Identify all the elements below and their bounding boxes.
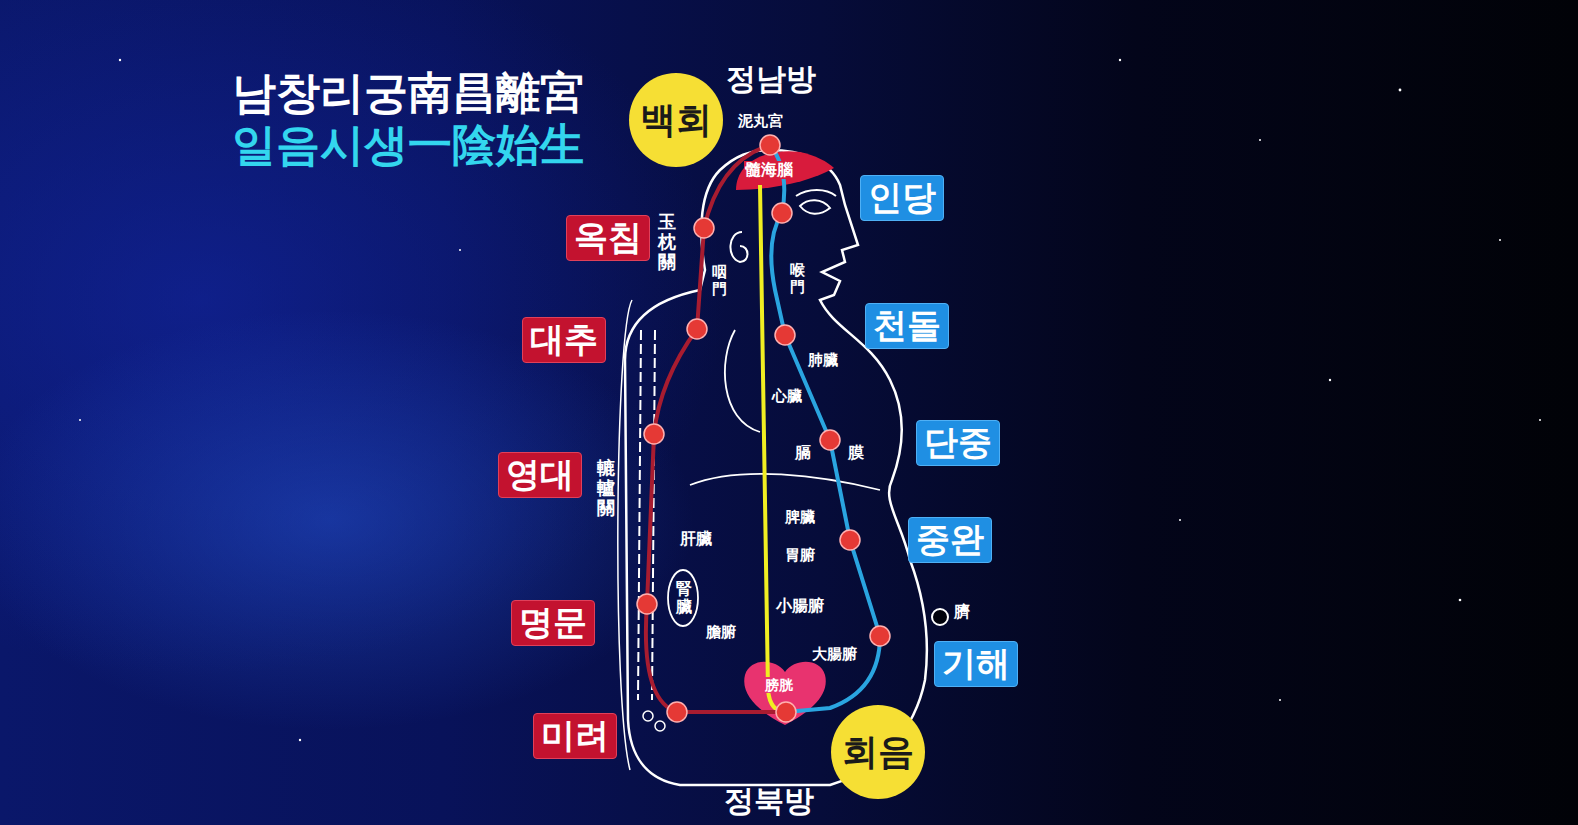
star [1539,419,1541,421]
point-dot [687,319,707,339]
point-name: 회음 [842,731,914,772]
body-outline [625,150,927,785]
point-box: 단중 [916,420,1000,466]
diaphragm [690,474,880,490]
star [299,739,301,741]
star [1499,239,1501,241]
direction-label: 정남방 [726,62,816,97]
gate-label: 轆轤關 [597,458,615,517]
point-dot [637,594,657,614]
organ-label: 咽門 [712,264,727,297]
star [1279,699,1281,701]
organ-label: 臍 [954,603,970,621]
point-dot [776,702,796,722]
star [1119,59,1121,61]
organ-label: 膽腑 [706,624,736,641]
point-dot [870,626,890,646]
organ-label: 脾臟 [785,509,815,526]
star [119,59,121,61]
point-name: 명문 [519,603,587,642]
point-dot [840,530,860,550]
sacrum [643,711,653,721]
point-box: 중완 [908,517,992,563]
point-name: 중완 [916,520,984,559]
point-name: 대추 [530,320,598,359]
point-dot [775,325,795,345]
sacrum [655,721,665,731]
point-box: 옥침 [566,215,650,261]
organ-label: 胃腑 [785,547,815,564]
organ-label: 大腸腑 [812,646,857,663]
point-dot [820,430,840,450]
direction-label: 정북방 [724,784,814,819]
point-name: 인당 [868,178,936,217]
point-name: 단중 [924,423,992,462]
point-box: 명문 [511,600,595,646]
organ-label: 腎臟 [676,580,692,615]
organ-label: 喉門 [790,262,805,295]
star [1179,519,1181,521]
organ-label: 泥丸宮 [738,113,783,130]
kidney [668,570,698,626]
bladder-heart [744,662,826,725]
point-circle: 백회 [629,73,723,167]
organ-label: 肺臟 [808,352,838,369]
stars [79,59,1541,741]
point-box: 인당 [860,175,944,221]
organ-label: 膈 [795,444,811,462]
star [79,419,81,421]
point-dot [644,424,664,444]
gate-label: 玉枕關 [658,212,676,271]
lung [725,330,760,432]
back-outline [618,300,632,770]
spine [638,330,641,700]
point-box: 영대 [498,452,582,498]
point-dot [772,203,792,223]
eye [800,200,830,214]
governing-channel [646,145,786,712]
star [1259,139,1261,141]
point-name: 옥침 [574,218,642,257]
organ-label: 膜 [848,444,864,462]
point-box: 천돌 [865,303,949,349]
eyebrow [796,190,836,196]
point-name: 영대 [506,455,574,494]
point-dot [667,702,687,722]
title: 남창리궁南昌離宮 [232,68,584,119]
point-box: 대추 [522,317,606,363]
conception-channel [770,145,880,712]
star [459,249,461,251]
star [1399,89,1402,92]
point-circle: 회음 [831,705,925,799]
point-name: 기해 [942,644,1010,683]
point-name: 천돌 [873,306,941,345]
organ-label: 小腸腑 [776,597,824,615]
organ-label: 肝臟 [680,530,712,548]
point-name: 백회 [640,99,712,140]
point-name: 미려 [541,716,609,755]
organ-label: 心臟 [772,388,802,405]
ear [730,232,747,262]
navel-symbol [932,609,948,625]
subtitle: 일음시생一陰始生 [232,120,584,171]
point-dot [694,218,714,238]
point-dot [760,135,780,155]
point-box: 미려 [533,713,617,759]
organ-label: 膀胱 [764,677,794,693]
star [1459,599,1462,602]
organ-label: 髓海腦 [744,161,794,179]
point-box: 기해 [934,641,1018,687]
points [637,135,890,722]
star [1329,379,1331,381]
